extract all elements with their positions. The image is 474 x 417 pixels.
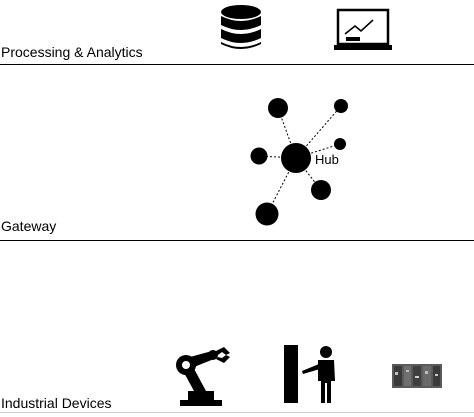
database-icon — [221, 5, 261, 49]
hub-network-icon — [250, 98, 348, 226]
gateway-layer-divider — [0, 240, 474, 241]
operator-at-machine-icon — [284, 345, 335, 403]
gateway-layer: Hub Gateway — [0, 64, 474, 240]
processing-layer-divider — [0, 64, 474, 65]
processing-analytics-label: Processing & Analytics — [1, 44, 143, 60]
hub-label: Hub — [315, 152, 339, 167]
industrial-devices-label: Industrial Devices — [1, 395, 112, 411]
processing-analytics-layer: Processing & Analytics — [0, 0, 474, 64]
bottom-edge-divider — [0, 412, 474, 413]
analytics-monitor-icon — [334, 8, 392, 50]
gateway-label: Gateway — [1, 218, 57, 234]
plc-rack-icon — [392, 364, 442, 388]
industrial-devices-layer: Industrial Devices — [0, 241, 474, 412]
robot-arm-icon — [176, 347, 230, 406]
